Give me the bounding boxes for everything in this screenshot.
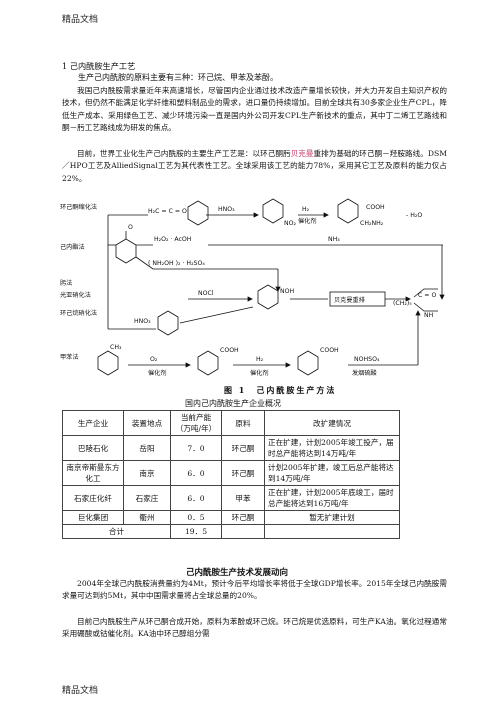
table-cell: [264, 524, 400, 539]
table-cell: 衢州: [123, 510, 171, 525]
table-row: 石家庄化纤 石家庄 6．0 甲苯 正在扩建，计划2005年底竣工，届时总产能将达…: [62, 485, 400, 511]
reagent-label: H₂: [256, 356, 264, 363]
reagent-label: CH₂NH₂: [360, 220, 384, 227]
figure-caption: 图 1 己内酰胺生产方法: [224, 385, 337, 395]
reagent-label: H₂: [302, 206, 310, 213]
reagent-label: CH₃: [110, 344, 122, 351]
route-label: 己内酯法: [60, 243, 85, 251]
table-cell: 甲苯: [221, 485, 265, 511]
table-header-cell: 装置地点: [123, 410, 171, 436]
route-label: 光亚硝化法: [60, 291, 91, 299]
paragraph-3: 2004年全球己内酰胺消费量约为4Mt，预计今后平均增长率将低于全球GDP增长率…: [62, 579, 447, 601]
reagent-label: 催化剂: [148, 369, 167, 377]
reagent-label: O₂: [150, 356, 158, 363]
table-cell: 南京帝斯曼东方化工: [62, 460, 124, 486]
table-cell: [221, 524, 265, 539]
reagent-label: 催化剂: [298, 217, 317, 225]
reagent-label: COOH: [366, 204, 385, 211]
table-cell: 环己酮: [221, 510, 265, 525]
page-footer: 精品文档: [62, 686, 99, 696]
table-header-cell: 当前产能（万吨/年）: [170, 410, 222, 436]
total-label: 合计: [62, 524, 171, 539]
total-value: 19．5: [170, 524, 222, 539]
production-methods-diagram: 环己酮缩化法 己内酯法 肟法 光亚硝化法 环己烷硝化法 甲苯法 H₂C = C …: [60, 198, 445, 377]
table-cell: 巴陵石化: [62, 435, 124, 461]
section-title: 1 己内酰胺生产工艺: [62, 61, 136, 71]
table-cell: 暂无扩建计划: [264, 510, 400, 525]
table-cell: 石家庄化纤: [62, 485, 124, 511]
reagent-label: 贝克曼重排: [334, 296, 365, 304]
table-row: 南京帝斯曼东方化工 南京 6．0 环己酮 计划2005年扩建，竣工后总产能将达到…: [62, 460, 400, 486]
reagent-label: NH: [424, 312, 434, 319]
table-header-cell: 原料: [221, 410, 265, 436]
reagent-label: ( NH₂OH )₂ · H₂SO₄: [148, 260, 205, 267]
table-cell: 环己酮: [221, 460, 265, 486]
table-cell: 6．0: [170, 460, 222, 486]
table-cell: 巨化集团: [62, 510, 124, 525]
table-row: 巴陵石化 岳阳 7．0 环己酮 正在扩建，计划2005年竣工投产，届时总产能将达…: [62, 435, 400, 461]
table-cell: 正在扩建，计划2005年底竣工，届时总产能将达到16万吨/年: [264, 485, 400, 511]
reagent-label: HNO₃: [134, 318, 151, 325]
paragraph-4: 目前己内酰胺生产从环己酮合成开始，原料为苯酚或环己烷。环己烷是优选原料，可生产K…: [62, 617, 447, 639]
reagent-label: HNO₃: [218, 206, 235, 213]
paragraph-1: 我国己内酰胺需求量近年来高速增长，尽管国内企业通过技术改造产量增长较快，并大力开…: [62, 86, 447, 132]
reagent-label: H₂O₂ · AcOH: [154, 236, 192, 243]
table-cell: 环己酮: [221, 435, 265, 461]
table-cell: 7．0: [170, 435, 222, 461]
table-row: 巨化集团 衢州 0．5 环己酮 暂无扩建计划: [62, 510, 400, 525]
reagent-label: H₂C = C = O: [148, 208, 187, 215]
reagent-label: O: [128, 224, 133, 231]
table-cell: 0．5: [170, 510, 222, 525]
highlight-beckmann: 贝克曼: [290, 149, 314, 158]
reagent-label: C = O: [418, 292, 436, 299]
enterprise-table: 生产企业 装置地点 当前产能（万吨/年） 原料 改扩建情况 巴陵石化 岳阳 7．…: [62, 410, 400, 539]
reagent-label: NOHSO₄: [354, 356, 380, 363]
cyclohexanone-ring: [115, 238, 137, 264]
paragraph-2: 目前，世界工业化生产己内酰胺的主要生产工艺是：以环己酮肟贝克曼重排为基础的环己酮…: [62, 149, 447, 183]
table-cell: 计划2005年扩建，竣工后总产能将达到14万吨/年: [264, 460, 400, 486]
table-total-row: 合计 19．5: [62, 524, 400, 539]
page-header: 精品文档: [62, 15, 99, 25]
route-label: 肟法: [60, 279, 72, 287]
reagent-label: NOH: [280, 288, 294, 295]
section-title: 己内酰胺生产技术发展动向: [186, 568, 289, 578]
reagent-label: - H₂O: [406, 212, 422, 219]
table-cell: 南京: [123, 460, 171, 486]
table-cell: 正在扩建，计划2005年竣工投产，届时总产能将达到14万吨/年: [264, 435, 400, 461]
table-cell: 6．0: [170, 485, 222, 511]
reagent-label: COOH: [320, 347, 339, 354]
reagent-label: 催化剂: [250, 369, 269, 377]
reagent-label: NH₃: [328, 236, 340, 243]
reagent-label: COOH: [220, 347, 239, 354]
reagent-label: NO₂: [284, 220, 296, 227]
intro-line: 生产己内酰胺的原料主要有三种：环己烷、甲苯及苯酚。: [78, 73, 278, 82]
route-label: 环己酮缩化法: [60, 203, 97, 211]
reagent-label: 发烟硫酸: [352, 369, 377, 377]
table-header-row: 生产企业 装置地点 当前产能（万吨/年） 原料 改扩建情况: [62, 410, 400, 436]
table-cell: 石家庄: [123, 485, 171, 511]
table-header-cell: 改扩建情况: [264, 410, 400, 436]
table-caption: 国内己内酰胺生产企业概况: [185, 399, 281, 408]
table-header-cell: 生产企业: [62, 410, 124, 436]
reagent-label: NOCl: [198, 290, 214, 297]
table-cell: 岳阳: [123, 435, 171, 461]
route-label: 环己烷硝化法: [60, 309, 97, 317]
route-label: 甲苯法: [60, 353, 79, 361]
reagent-label: (CH₂)₅: [393, 300, 412, 307]
